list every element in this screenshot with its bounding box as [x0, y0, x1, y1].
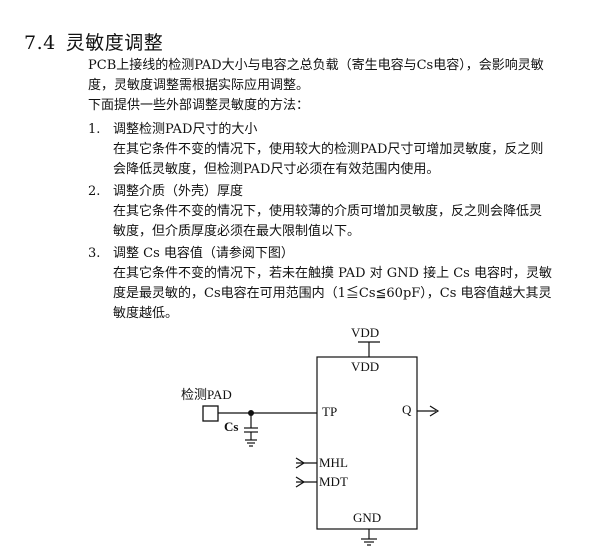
section-title: 灵敏度调整 — [65, 32, 164, 54]
method-1-title: 调整检测PAD尺寸的大小 — [113, 122, 258, 137]
method-3-line-2: 度是最灵敏的，Cs电容在可用范围内（1≦Cs≦60pF），Cs 电容值越大其灵 — [113, 286, 552, 301]
cs-label: Cs — [224, 419, 239, 434]
method-3-number: 3. — [88, 246, 101, 261]
intro-line-2: 度，灵敏度调整需根据实际应用调整。 — [88, 78, 310, 93]
section-number: 7.4 — [24, 32, 56, 54]
method-2-title: 调整介质（外壳）厚度 — [113, 184, 244, 199]
mhl-input-chevron — [295, 457, 306, 469]
intro-line-1: PCB上接线的检测PAD大小与电容之总负载（寄生电容与Cs电容），会影响灵敏 — [88, 58, 544, 73]
method-3-line-3: 敏度越低。 — [113, 306, 179, 321]
mdt-pin-label: MDT — [319, 474, 348, 489]
vdd-supply-label: VDD — [351, 325, 380, 340]
q-output-arrow — [429, 405, 440, 417]
q-pin-label: Q — [402, 402, 412, 417]
ic-box — [316, 356, 418, 530]
method-1-number: 1. — [88, 122, 101, 137]
method-2-line-1: 在其它条件不变的情况下，使用较薄的介质可增加灵敏度，反之则会降低灵 — [113, 204, 543, 219]
pad-label: 检测PAD — [181, 387, 232, 402]
method-2-line-2: 敏度，但介质厚度必须在最大限制值以下。 — [113, 224, 361, 239]
section-heading: 7.4 灵敏度调整 — [24, 28, 163, 55]
mhl-pin-label: MHL — [319, 455, 348, 470]
method-1-line-2: 会降低灵敏度，但检测PAD尺寸必须在有效范围内使用。 — [113, 162, 440, 177]
method-3-title: 调整 Cs 电容值（请参阅下图） — [113, 246, 294, 261]
vdd-pin-label: VDD — [351, 359, 380, 374]
junction-dot — [248, 410, 254, 416]
method-3-line-1: 在其它条件不变的情况下，若未在触摸 PAD 对 GND 接上 Cs 电容时，灵敏 — [113, 266, 552, 281]
tp-pin-label: TP — [322, 404, 338, 419]
gnd-pin-label: GND — [353, 510, 382, 525]
touch-pad-symbol — [202, 405, 219, 422]
intro-line-3: 下面提供一些外部调整灵敏度的方法： — [88, 98, 310, 113]
method-1-line-1: 在其它条件不变的情况下，使用较大的检测PAD尺寸可增加灵敏度，反之则 — [113, 142, 544, 157]
mdt-input-chevron — [295, 476, 306, 488]
method-2-number: 2. — [88, 184, 101, 199]
